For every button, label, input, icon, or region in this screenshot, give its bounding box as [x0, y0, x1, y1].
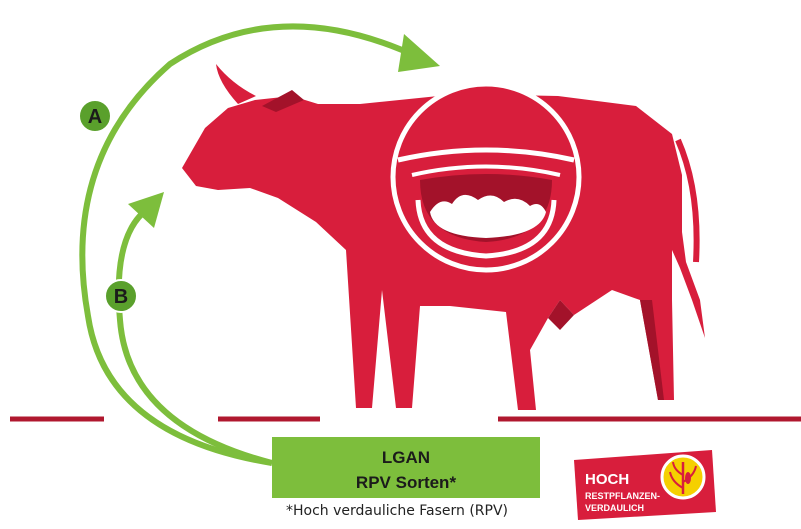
rumen-content	[430, 194, 546, 238]
cow-leg-shade	[640, 300, 664, 400]
cow-horn	[216, 64, 256, 104]
marker-a-circle	[78, 99, 112, 133]
rumen-top-line	[397, 147, 575, 163]
marker-b-circle	[104, 279, 138, 313]
marker-b: B	[104, 279, 138, 313]
lgan-box-line1: LGAN	[382, 448, 430, 467]
badge-line1: RESTPFLANZEN-	[585, 491, 660, 501]
hoch-rpv-badge: HOCH RESTPFLANZEN- VERDAULICH	[574, 450, 716, 520]
badge-line2: VERDAULICH	[585, 503, 644, 513]
cow-tail	[675, 138, 700, 263]
marker-a: A	[78, 99, 112, 133]
cow	[182, 64, 705, 410]
cow-udder-shade	[548, 300, 574, 330]
rumen-second-line	[411, 164, 561, 177]
corn-plant-icon	[660, 454, 706, 500]
lgan-box-line2: RPV Sorten*	[356, 473, 457, 492]
lgan-box: LGAN RPV Sorten*	[272, 437, 540, 498]
marker-a-label: A	[88, 106, 102, 128]
cow-ear	[262, 90, 304, 112]
rumen-window	[390, 81, 582, 273]
rumen-bottom-line	[415, 199, 557, 259]
footnote: *Hoch verdauliche Fasern (RPV)	[285, 503, 509, 519]
arrow-b-head	[128, 192, 164, 228]
arrow-b	[115, 192, 273, 466]
marker-b-label: B	[114, 286, 128, 308]
arrow-a-head	[398, 34, 440, 72]
arrow-a	[79, 23, 440, 466]
lgan-box-background	[272, 437, 540, 498]
arrow-a-path	[79, 23, 422, 466]
badge-title: HOCH	[585, 471, 629, 488]
arrow-b-path	[115, 203, 273, 466]
